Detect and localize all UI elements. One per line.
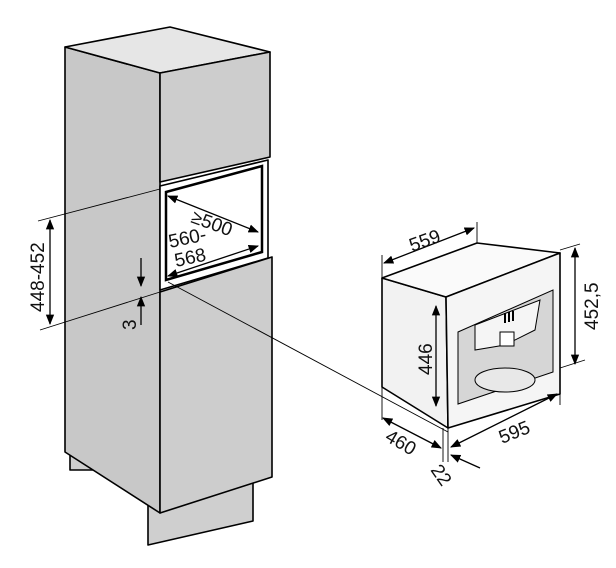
depth-arrow [383, 227, 475, 264]
side-depth-arrow [382, 417, 442, 449]
control-icon [504, 311, 514, 323]
extension-line [559, 359, 586, 369]
total-height-label: 452,5 [582, 282, 603, 330]
coffee-machine [381, 242, 561, 429]
leader-line [167, 281, 449, 433]
appliance-dimensions: 559 452,5 446 460 595 22 [382, 222, 603, 490]
depth-arrow [167, 195, 259, 233]
body-height-label: 446 [416, 343, 437, 375]
tall-cabinet [64, 26, 273, 546]
side-depth-label: 460 [382, 426, 420, 460]
thickness-arrow [450, 454, 481, 469]
spout [499, 331, 515, 347]
width-arrow [450, 393, 558, 448]
appliance-depth-label: 559 [407, 226, 444, 257]
width-arrow [167, 245, 259, 277]
upper-front-panel [159, 51, 271, 183]
extension-line [559, 243, 581, 251]
gap-label: 3 [120, 319, 141, 330]
cabinet-side-panel [64, 46, 161, 514]
appliance-side [381, 277, 449, 429]
dispenser-unit [474, 299, 541, 351]
lower-door [159, 256, 273, 514]
drip-tray [474, 367, 536, 393]
niche-height-label: 448-452 [28, 242, 49, 312]
extension-line [37, 188, 161, 222]
front-thickness-label: 22 [426, 461, 455, 490]
